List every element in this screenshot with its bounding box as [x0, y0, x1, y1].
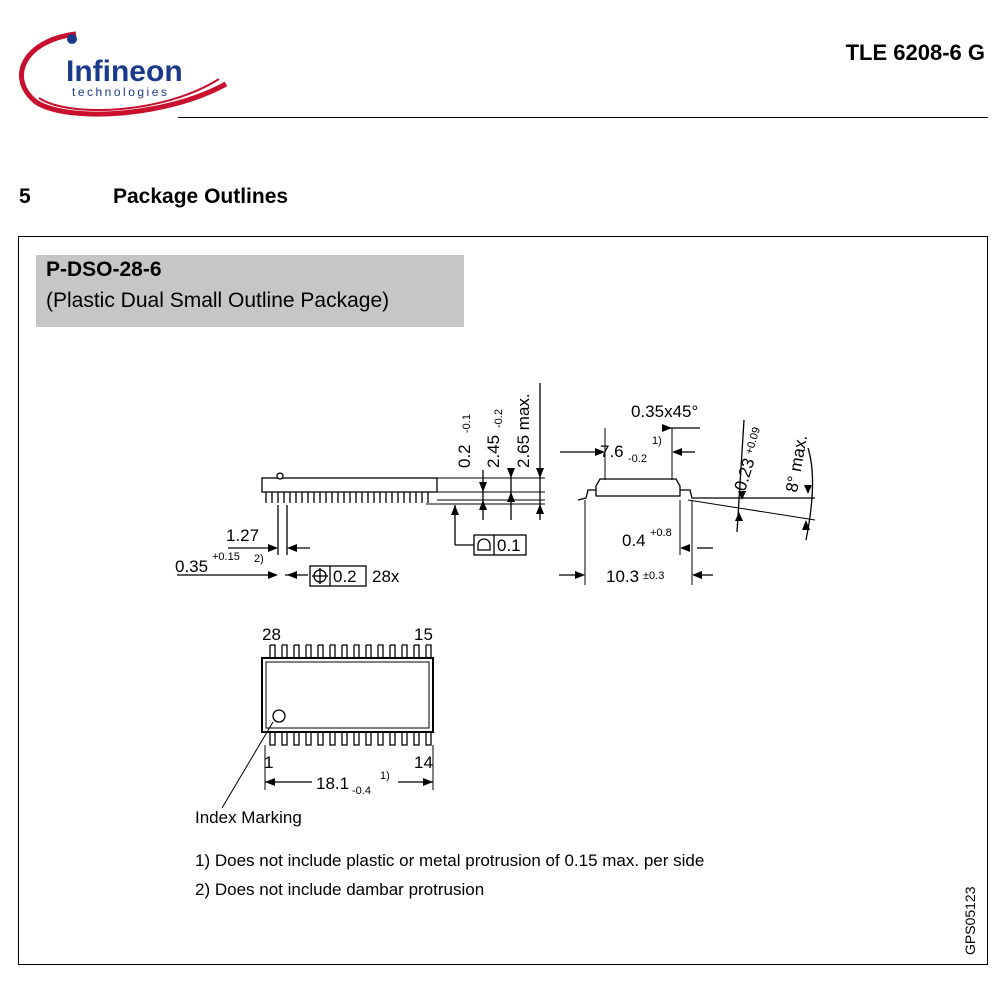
total-width-label: 10.3	[606, 567, 639, 586]
body-width-note: 1)	[652, 435, 662, 447]
standoff-label: 0.2	[455, 444, 474, 468]
logo-wordmark: Infineon	[66, 55, 183, 88]
pin-1-label: 1	[264, 753, 273, 772]
total-width-tolerance: ±0.3	[643, 570, 664, 582]
pin-14-label: 14	[414, 753, 433, 772]
package-title-box: P-DSO-28-6 (Plastic Dual Small Outline P…	[36, 255, 464, 327]
section-title: Package Outlines	[113, 185, 289, 208]
flatness-tolerance: 0.1	[497, 536, 521, 555]
section-number: 5	[19, 185, 31, 208]
body-height-label: 2.45	[484, 435, 503, 468]
note-2: 2) Does not include dambar protrusion	[195, 880, 484, 899]
lead-length-label: 0.4	[622, 531, 646, 550]
end-view	[577, 428, 816, 585]
side-view	[261, 472, 545, 505]
body-length-label: 18.1	[316, 774, 349, 793]
position-count: 28x	[372, 567, 400, 586]
header-rule	[178, 117, 988, 118]
pin-15-label: 15	[414, 625, 433, 644]
body-length-note: 1)	[380, 770, 390, 782]
document-title: TLE 6208-6 G	[845, 40, 985, 65]
lead-thickness-tolerance: +0.09	[743, 426, 763, 456]
body-height-tolerance: -0.2	[493, 409, 505, 428]
lead-thickness-label: 0.23	[731, 456, 759, 493]
pitch-label: 1.27	[226, 526, 259, 545]
body-width-label: 7.6	[600, 442, 624, 461]
package-name: P-DSO-28-6	[46, 258, 162, 281]
max-height-label: 2.65 max.	[514, 393, 533, 468]
position-tolerance: 0.2	[333, 567, 357, 586]
index-marking-label: Index Marking	[195, 808, 302, 827]
drawing-code: GPS05123	[962, 886, 978, 955]
lead-width-tolerance: +0.15	[212, 551, 240, 563]
lead-width-label: 0.35	[175, 557, 208, 576]
lead-angle-label: 8° max.	[782, 433, 811, 493]
body-length-tolerance: -0.4	[352, 785, 371, 797]
body-width-tolerance: -0.2	[628, 453, 647, 465]
top-view	[261, 644, 434, 746]
standoff-tolerance: -0.1	[461, 414, 473, 433]
chamfer-label: 0.35x45°	[631, 402, 698, 421]
pin-28-label: 28	[262, 625, 281, 644]
drawing-frame	[18, 236, 988, 965]
logo-subtext: technologies	[72, 85, 169, 99]
note-1: 1) Does not include plastic or metal pro…	[195, 851, 704, 870]
lead-width-note: 2)	[254, 553, 264, 565]
lead-length-tolerance: +0.8	[650, 527, 672, 539]
package-description: (Plastic Dual Small Outline Package)	[46, 289, 390, 312]
infineon-logo: Infineon technologies	[18, 31, 228, 117]
